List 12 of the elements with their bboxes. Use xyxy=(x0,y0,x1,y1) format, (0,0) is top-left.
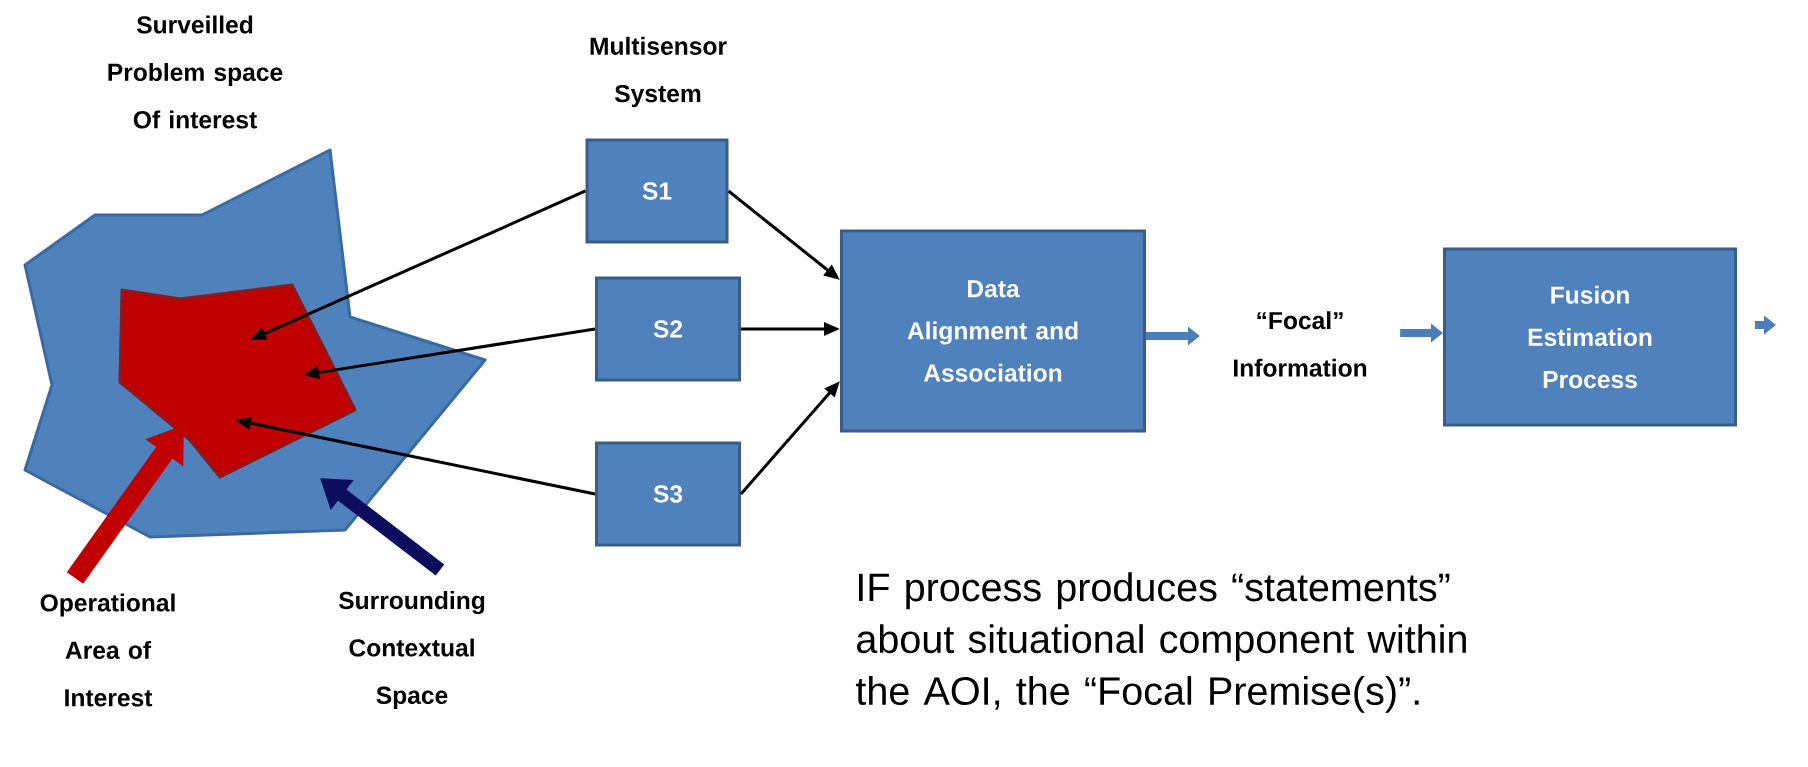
node-label: “Focal” Information xyxy=(1234,311,1367,377)
process-box: Fusion Estimation Process xyxy=(1443,247,1737,427)
heading: Surveilled Problem space Of interest xyxy=(108,15,283,129)
group-heading: Multisensor System xyxy=(590,36,727,108)
note-text: IF process produces “statements” about situational component within the AOI, the “Focal Premise(s)”. xyxy=(855,572,1466,713)
sensor-box: S3 xyxy=(595,441,741,547)
node-label: Operational Area of Interest xyxy=(40,593,175,707)
sensor-box: S1 xyxy=(585,138,729,244)
process-box: Data Alignment and Association xyxy=(840,229,1146,433)
area-polygon xyxy=(118,283,357,479)
sensor-box: S2 xyxy=(595,276,741,382)
node-label: Surrounding Contextual Space xyxy=(338,591,485,709)
